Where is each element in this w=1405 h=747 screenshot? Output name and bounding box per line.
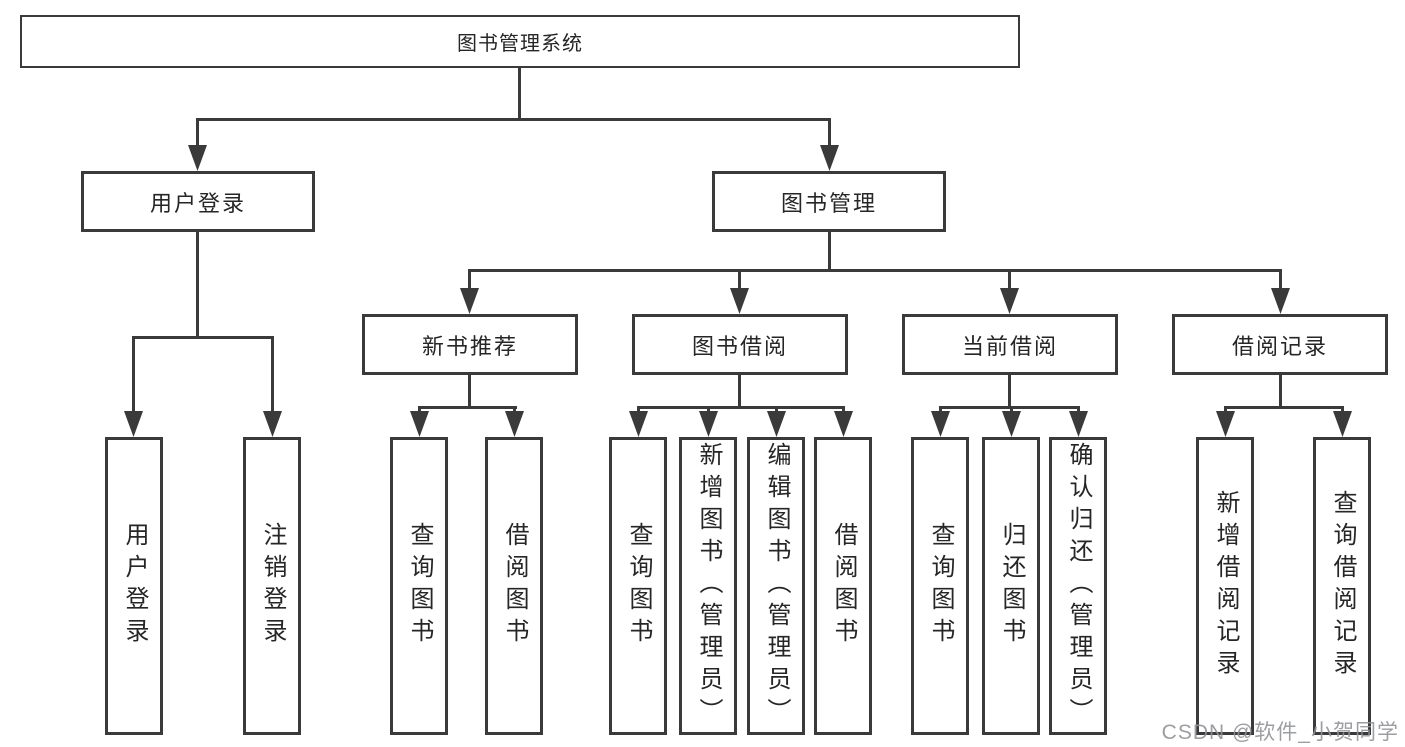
leaf-current-return-books: 归还图书 [982, 437, 1040, 735]
node-current-borrowing: 当前借阅 [902, 314, 1118, 375]
connector-line [196, 230, 199, 338]
connector-line [271, 336, 274, 416]
connector-line [132, 336, 135, 416]
leaf-current-query-books: 查询图书 [911, 437, 969, 735]
arrow-down-icon [767, 411, 786, 437]
node-label: 图书管理系统 [457, 33, 583, 55]
leaf-borrowing-query-books: 查询图书 [609, 437, 667, 735]
arrow-down-icon [834, 411, 853, 437]
connector-line [1224, 406, 1344, 409]
node-label: 用户登录 [149, 190, 246, 216]
connector-line [738, 373, 741, 409]
leaf-label: 查询图书 [625, 522, 652, 650]
node-label: 图书借阅 [691, 333, 788, 359]
connector-line [196, 118, 831, 121]
arrow-down-icon [1000, 288, 1019, 314]
leaf-label: 新增图书（管理员） [695, 442, 722, 730]
connector-line [468, 269, 471, 293]
connector-line [939, 406, 1080, 409]
leaf-newrec-query-books: 查询图书 [390, 437, 448, 735]
node-new-book-recommend: 新书推荐 [362, 314, 578, 375]
connector-line [418, 406, 517, 409]
connector-line [828, 230, 831, 272]
connector-line [828, 118, 831, 150]
watermark: CSDN @软件_小贺同学 [1161, 721, 1399, 744]
node-label: 图书管理 [780, 190, 877, 216]
leaf-label: 借阅图书 [830, 522, 857, 650]
leaf-borrowing-borrow-books: 借阅图书 [814, 437, 872, 735]
arrow-down-icon [730, 288, 749, 314]
arrow-down-icon [1216, 411, 1235, 437]
leaf-label: 查询借阅记录 [1329, 490, 1356, 682]
leaf-label: 查询图书 [406, 522, 433, 650]
node-user-login: 用户登录 [81, 171, 315, 232]
arrow-down-icon [931, 411, 950, 437]
arrow-down-icon [460, 288, 479, 314]
node-label: 当前借阅 [961, 333, 1058, 359]
node-root-book-management-system: 图书管理系统 [20, 15, 1020, 68]
leaf-records-query-record: 查询借阅记录 [1313, 437, 1371, 735]
leaf-label: 编辑图书（管理员） [763, 442, 790, 730]
leaf-records-add-record: 新增借阅记录 [1196, 437, 1254, 735]
connector-line [468, 373, 471, 409]
arrow-down-icon [124, 411, 143, 437]
arrow-down-icon [820, 145, 839, 171]
connector-line [1008, 373, 1011, 409]
leaf-borrowing-edit-books-admin: 编辑图书（管理员） [747, 437, 805, 735]
leaf-label: 注销登录 [259, 522, 286, 650]
leaf-label: 新增借阅记录 [1212, 490, 1239, 682]
leaf-current-confirm-return-admin: 确认归还（管理员） [1049, 437, 1107, 735]
leaf-newrec-borrow-books: 借阅图书 [485, 437, 543, 735]
node-book-borrowing: 图书借阅 [632, 314, 848, 375]
arrow-down-icon [1271, 288, 1290, 314]
leaf-logout: 注销登录 [243, 437, 301, 735]
node-borrow-records: 借阅记录 [1172, 314, 1388, 375]
connector-line [132, 336, 274, 339]
arrow-down-icon [505, 411, 524, 437]
node-book-management: 图书管理 [712, 171, 946, 232]
connector-line [1008, 269, 1011, 293]
leaf-label: 归还图书 [998, 522, 1025, 650]
node-label: 借阅记录 [1231, 333, 1328, 359]
arrow-down-icon [1333, 411, 1352, 437]
arrow-down-icon [1069, 411, 1088, 437]
connector-line [196, 118, 199, 150]
arrow-down-icon [188, 145, 207, 171]
leaf-label: 用户登录 [121, 522, 148, 650]
leaf-label: 借阅图书 [501, 522, 528, 650]
leaf-label: 确认归还（管理员） [1065, 442, 1092, 730]
connector-line [1279, 373, 1282, 409]
connector-line [738, 269, 741, 293]
node-label: 新书推荐 [421, 333, 518, 359]
arrow-down-icon [629, 411, 648, 437]
connector-line [468, 269, 1282, 272]
leaf-user-login: 用户登录 [105, 437, 163, 735]
connector-line [637, 406, 845, 409]
arrow-down-icon [699, 411, 718, 437]
connector-line [518, 66, 521, 120]
arrow-down-icon [263, 411, 282, 437]
arrow-down-icon [410, 411, 429, 437]
arrow-down-icon [1002, 411, 1021, 437]
connector-line [1279, 269, 1282, 293]
leaf-label: 查询图书 [927, 522, 954, 650]
leaf-borrowing-add-books-admin: 新增图书（管理员） [679, 437, 737, 735]
